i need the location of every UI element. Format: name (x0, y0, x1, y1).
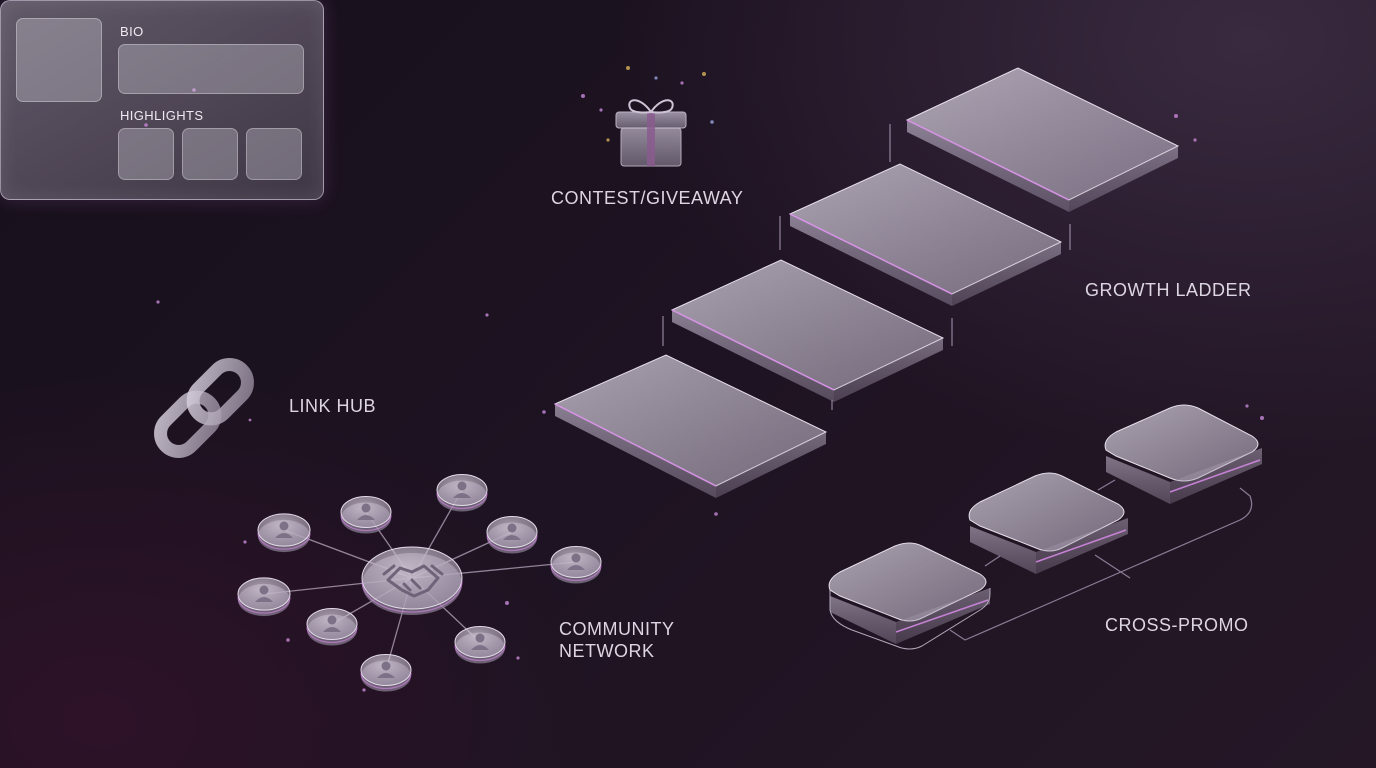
link-hub-label: LINK HUB (289, 396, 377, 416)
cross-promo-label: CROSS-PROMO (1105, 615, 1249, 635)
network-connectors (263, 489, 577, 671)
profile-card[interactable]: BIO HIGHLIGHTS (0, 0, 324, 200)
community-label-line1: COMMUNITY (559, 619, 675, 639)
highlight-tile-3[interactable] (246, 128, 302, 180)
community-label-line2: NETWORK (559, 641, 655, 661)
avatar-placeholder (16, 18, 102, 102)
ladder-connectors (662, 124, 1071, 410)
bio-field (118, 44, 304, 94)
highlight-tile-2[interactable] (182, 128, 238, 180)
bio-label: BIO (120, 24, 144, 39)
sparkle-dots (144, 66, 1264, 692)
contest-label: CONTEST/GIVEAWAY (551, 188, 744, 208)
highlights-label: HIGHLIGHTS (120, 108, 204, 123)
growth-ladder-label: GROWTH LADDER (1085, 280, 1252, 300)
highlight-tile-1[interactable] (118, 128, 174, 180)
